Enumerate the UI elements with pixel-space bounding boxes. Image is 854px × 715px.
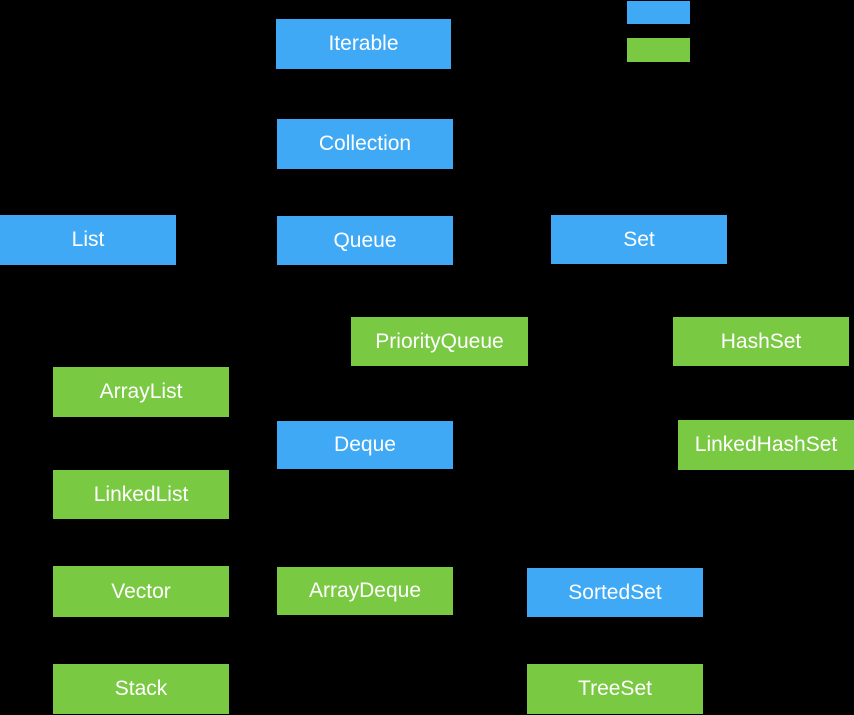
- node-deque: Deque: [277, 421, 453, 469]
- node-label: TreeSet: [578, 677, 652, 700]
- node-label: Vector: [111, 579, 171, 603]
- node-label: ArrayDeque: [308, 579, 422, 602]
- node-label: Stack: [114, 677, 168, 700]
- node-label: LinkedList: [93, 482, 189, 506]
- node-queue: Queue: [277, 216, 453, 265]
- node-linkedhashset: LinkedHashSet: [678, 420, 854, 470]
- legend-class-swatch: [627, 38, 690, 62]
- node-hashset: HashSet: [673, 317, 849, 366]
- node-label: Set: [623, 227, 655, 251]
- node-label: Queue: [333, 228, 397, 252]
- node-treeset: TreeSet: [527, 664, 703, 714]
- legend-interface-swatch: [627, 1, 690, 24]
- node-priorityqueue: PriorityQueue: [351, 317, 528, 366]
- node-vector: Vector: [53, 566, 229, 617]
- node-set: Set: [551, 215, 727, 264]
- node-iterable: Iterable: [276, 19, 451, 69]
- node-label: HashSet: [720, 329, 802, 353]
- node-label: Collection: [318, 132, 412, 155]
- node-list: List: [0, 215, 176, 265]
- node-sortedset: SortedSet: [527, 568, 703, 617]
- node-arraylist: ArrayList: [53, 367, 229, 417]
- node-label: ArrayList: [99, 380, 183, 403]
- node-arraydeque: ArrayDeque: [277, 567, 453, 615]
- node-label: LinkedHashSet: [694, 433, 838, 456]
- node-label: SortedSet: [568, 580, 662, 604]
- node-label: PriorityQueue: [375, 329, 504, 353]
- node-linkedlist: LinkedList: [53, 470, 229, 519]
- node-label: Deque: [334, 433, 396, 456]
- node-collection: Collection: [277, 119, 453, 169]
- node-label: List: [71, 228, 105, 251]
- node-stack: Stack: [53, 664, 229, 714]
- node-label: Iterable: [328, 32, 399, 55]
